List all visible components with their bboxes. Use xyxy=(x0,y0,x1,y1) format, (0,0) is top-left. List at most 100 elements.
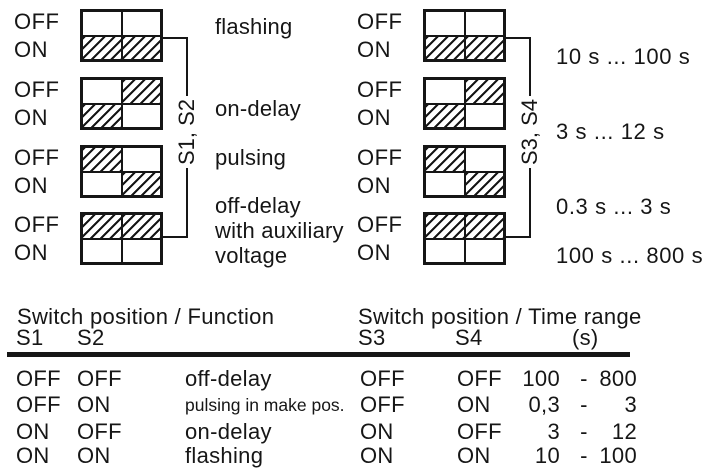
s2-value: OFF xyxy=(77,366,122,391)
switch-state-labels: OFF ON xyxy=(357,77,421,130)
s4-value: OFF xyxy=(457,419,502,444)
function-value: flashing xyxy=(185,443,264,468)
switch-cell xyxy=(83,239,121,262)
s2-value: OFF xyxy=(77,419,122,444)
s4-value: ON xyxy=(457,443,491,468)
switch-cell xyxy=(426,239,464,262)
s1-value: OFF xyxy=(16,366,61,391)
switch-state-labels: OFF ON xyxy=(14,145,78,198)
switch-cell xyxy=(122,104,160,127)
switch-cell xyxy=(83,80,121,103)
table-header-rule xyxy=(7,352,630,357)
switch-state-labels: OFF ON xyxy=(357,212,421,265)
on-label: ON xyxy=(14,173,48,198)
switch-cell xyxy=(426,36,464,59)
column-header-s2: S2 xyxy=(77,325,105,350)
off-label: OFF xyxy=(14,145,60,170)
on-label: ON xyxy=(357,37,391,62)
switch-cell xyxy=(83,36,121,59)
switch-cell xyxy=(83,215,121,238)
bracket-label-s3-s4: S3, S4 xyxy=(516,96,544,168)
switch-cell xyxy=(465,12,503,35)
off-label: OFF xyxy=(14,212,60,237)
s3-value: ON xyxy=(360,419,394,444)
s3-value: OFF xyxy=(360,392,405,417)
switch-cell xyxy=(426,80,464,103)
switch-cell xyxy=(83,148,121,171)
function-label-on-delay: on-delay xyxy=(215,96,301,121)
bracket-stub-top xyxy=(505,37,531,39)
s1-value: ON xyxy=(16,419,50,444)
bracket-stub-top xyxy=(163,37,188,39)
switch-cell xyxy=(122,12,160,35)
switch-cell xyxy=(122,80,160,103)
column-header-s3: S3 xyxy=(358,325,386,350)
switch-state-labels: OFF ON xyxy=(357,9,421,62)
on-label: ON xyxy=(357,240,391,265)
time-to-value: 800 xyxy=(599,366,637,391)
time-table-title: Switch position / Time range xyxy=(358,304,642,329)
column-header-s4: S4 xyxy=(455,325,483,350)
column-header-s1: S1 xyxy=(16,325,44,350)
table-row: ON OFF on-delay ON OFF 3 - 12 xyxy=(0,419,719,445)
table-row: OFF OFF off-delay OFF OFF 100 - 800 xyxy=(0,366,719,392)
s3-value: ON xyxy=(360,443,394,468)
switch-diagram-time-2 xyxy=(423,77,506,130)
switch-diagram-time-3 xyxy=(423,145,506,198)
switch-cell xyxy=(122,215,160,238)
off-label: OFF xyxy=(357,145,403,170)
function-label-flashing: flashing xyxy=(215,14,293,39)
on-label: ON xyxy=(14,37,48,62)
switch-state-labels: OFF ON xyxy=(357,145,421,198)
time-range-label-4: 100 s ... 800 s xyxy=(556,243,704,268)
on-label: ON xyxy=(357,173,391,198)
on-label: ON xyxy=(14,240,48,265)
s1-value: ON xyxy=(16,443,50,468)
off-label: OFF xyxy=(357,77,403,102)
switch-diagram-time-1 xyxy=(423,9,506,62)
switch-cell xyxy=(465,239,503,262)
off-label: OFF xyxy=(14,9,60,34)
function-label-pulsing: pulsing xyxy=(215,145,287,170)
bracket-label-s1-s2: S1, S2 xyxy=(173,96,201,168)
switch-diagram-off-delay xyxy=(80,212,163,265)
s3-value: OFF xyxy=(360,366,405,391)
switch-cell xyxy=(426,215,464,238)
s2-value: ON xyxy=(77,443,111,468)
table-row: OFF ON pulsing in make pos. OFF ON 0,3 -… xyxy=(0,392,719,418)
switch-diagram-time-4 xyxy=(423,212,506,265)
switch-state-labels: OFF ON xyxy=(14,9,78,62)
time-range-dash: - xyxy=(580,419,588,444)
switch-state-labels: OFF ON xyxy=(14,77,78,130)
switch-cell xyxy=(122,239,160,262)
column-header-seconds: (s) xyxy=(572,325,599,350)
switch-diagram-pulsing xyxy=(80,145,163,198)
bracket-stub-bottom xyxy=(163,236,188,238)
time-from-value: 0,3 xyxy=(528,392,560,417)
time-range-label-1: 10 s ... 100 s xyxy=(556,44,691,69)
switch-diagram-on-delay xyxy=(80,77,163,130)
switch-cell xyxy=(426,172,464,195)
table-row: ON ON flashing ON ON 10 - 100 xyxy=(0,443,719,469)
switch-state-labels: OFF ON xyxy=(14,212,78,265)
switch-cell xyxy=(83,172,121,195)
time-range-dash: - xyxy=(580,392,588,417)
s2-value: ON xyxy=(77,392,111,417)
time-range-dash: - xyxy=(580,366,588,391)
switch-cell xyxy=(426,148,464,171)
switch-cell xyxy=(426,12,464,35)
switch-cell xyxy=(426,104,464,127)
switch-cell xyxy=(122,148,160,171)
function-label-off-delay: off-delay with auxiliary voltage xyxy=(215,193,344,268)
time-to-value: 100 xyxy=(599,443,637,468)
time-range-dash: - xyxy=(580,443,588,468)
switch-cell xyxy=(83,12,121,35)
time-to-value: 3 xyxy=(624,392,637,417)
off-label: OFF xyxy=(357,212,403,237)
switch-cell xyxy=(122,36,160,59)
switch-cell xyxy=(465,80,503,103)
switch-cell xyxy=(83,104,121,127)
time-from-value: 100 xyxy=(522,366,560,391)
switch-diagram-flashing xyxy=(80,9,163,62)
